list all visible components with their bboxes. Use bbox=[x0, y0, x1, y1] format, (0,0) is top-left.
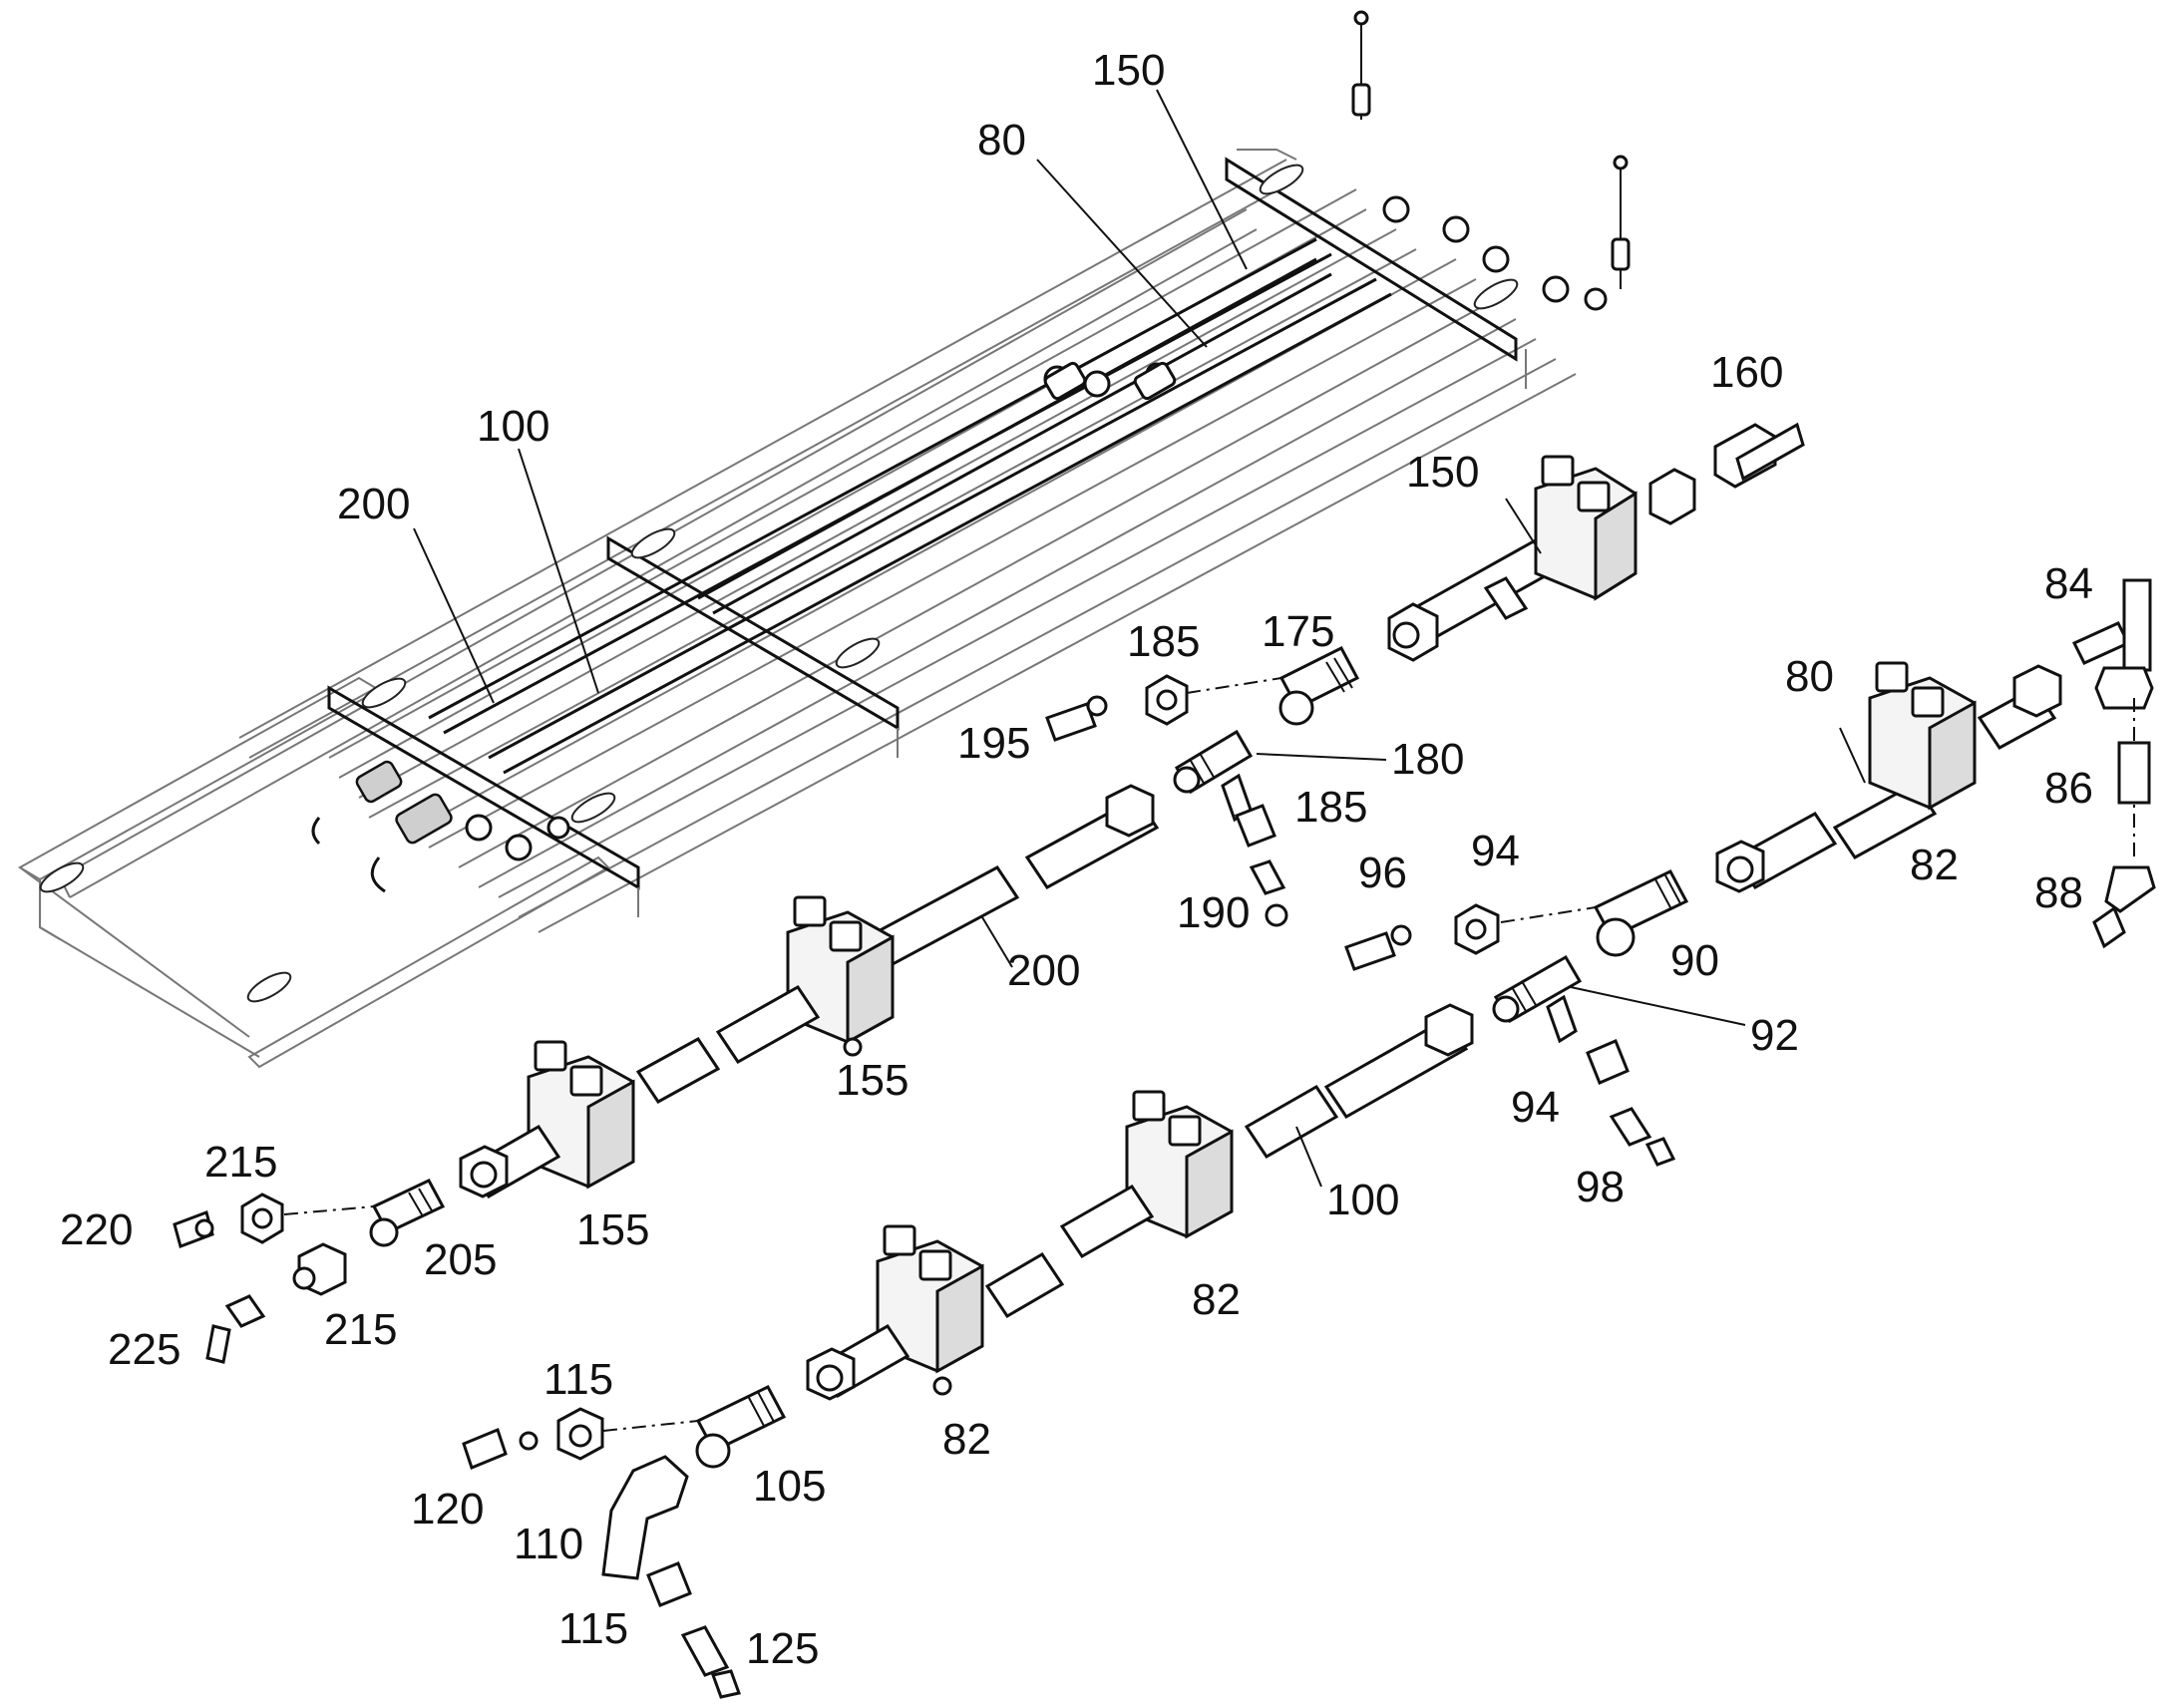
label-215-upper: 215 bbox=[204, 1138, 277, 1187]
label-200-top: 200 bbox=[337, 480, 410, 528]
label-150: 150 bbox=[1406, 448, 1479, 497]
callout-labels: 150 80 100 200 160 150 185 175 195 180 1… bbox=[60, 46, 2093, 1673]
label-92: 92 bbox=[1750, 1011, 1799, 1060]
label-200: 200 bbox=[1007, 946, 1080, 995]
label-80-top: 80 bbox=[977, 116, 1026, 165]
rack-fittings bbox=[311, 10, 1631, 893]
label-82-lower: 82 bbox=[942, 1415, 991, 1464]
label-150-top: 150 bbox=[1092, 46, 1165, 95]
label-96: 96 bbox=[1358, 849, 1407, 897]
label-105: 105 bbox=[753, 1462, 826, 1511]
label-82-right: 82 bbox=[1910, 841, 1959, 889]
label-100-top: 100 bbox=[477, 402, 549, 451]
fitting-175-180-group bbox=[1045, 646, 1360, 927]
label-82-middle: 82 bbox=[1192, 1275, 1241, 1324]
label-100: 100 bbox=[1326, 1176, 1399, 1224]
label-215-lower: 215 bbox=[324, 1305, 397, 1354]
label-155-upper: 155 bbox=[836, 1056, 908, 1105]
fitting-105-group bbox=[462, 1385, 787, 1699]
label-195: 195 bbox=[957, 719, 1030, 768]
label-98: 98 bbox=[1576, 1163, 1625, 1211]
label-80: 80 bbox=[1785, 652, 1834, 701]
label-88: 88 bbox=[2034, 868, 2083, 917]
label-125: 125 bbox=[746, 1624, 819, 1673]
pipe-80-assembly bbox=[1715, 578, 2156, 949]
label-185-lower: 185 bbox=[1294, 783, 1367, 832]
rack-assembly bbox=[18, 10, 1631, 1069]
label-220: 220 bbox=[60, 1205, 133, 1254]
label-205: 205 bbox=[424, 1235, 497, 1284]
label-84: 84 bbox=[2044, 559, 2093, 608]
label-94-upper: 94 bbox=[1471, 827, 1520, 875]
label-86: 86 bbox=[2044, 764, 2093, 813]
label-160: 160 bbox=[1710, 348, 1783, 397]
label-175: 175 bbox=[1262, 607, 1334, 656]
pipe-200-assembly bbox=[459, 784, 1160, 1198]
label-180: 180 bbox=[1391, 735, 1464, 784]
label-110: 110 bbox=[514, 1520, 583, 1568]
label-90: 90 bbox=[1670, 936, 1719, 985]
pipe-150-assembly bbox=[1387, 422, 1805, 662]
rack-rails bbox=[59, 159, 1577, 933]
label-115-upper: 115 bbox=[544, 1355, 613, 1404]
label-115-lower: 115 bbox=[558, 1604, 628, 1653]
leader-lines bbox=[413, 89, 1866, 1188]
label-190: 190 bbox=[1177, 888, 1250, 937]
fitting-205-group bbox=[173, 1179, 446, 1364]
label-94-lower: 94 bbox=[1511, 1083, 1560, 1132]
fitting-90-group bbox=[1344, 869, 1689, 1167]
label-120: 120 bbox=[411, 1485, 484, 1534]
label-155-lower: 155 bbox=[576, 1205, 649, 1254]
label-185-upper: 185 bbox=[1127, 617, 1200, 666]
label-225: 225 bbox=[108, 1325, 181, 1374]
pipe-100-assembly bbox=[806, 1003, 1474, 1401]
rack-frame bbox=[18, 149, 1527, 1069]
